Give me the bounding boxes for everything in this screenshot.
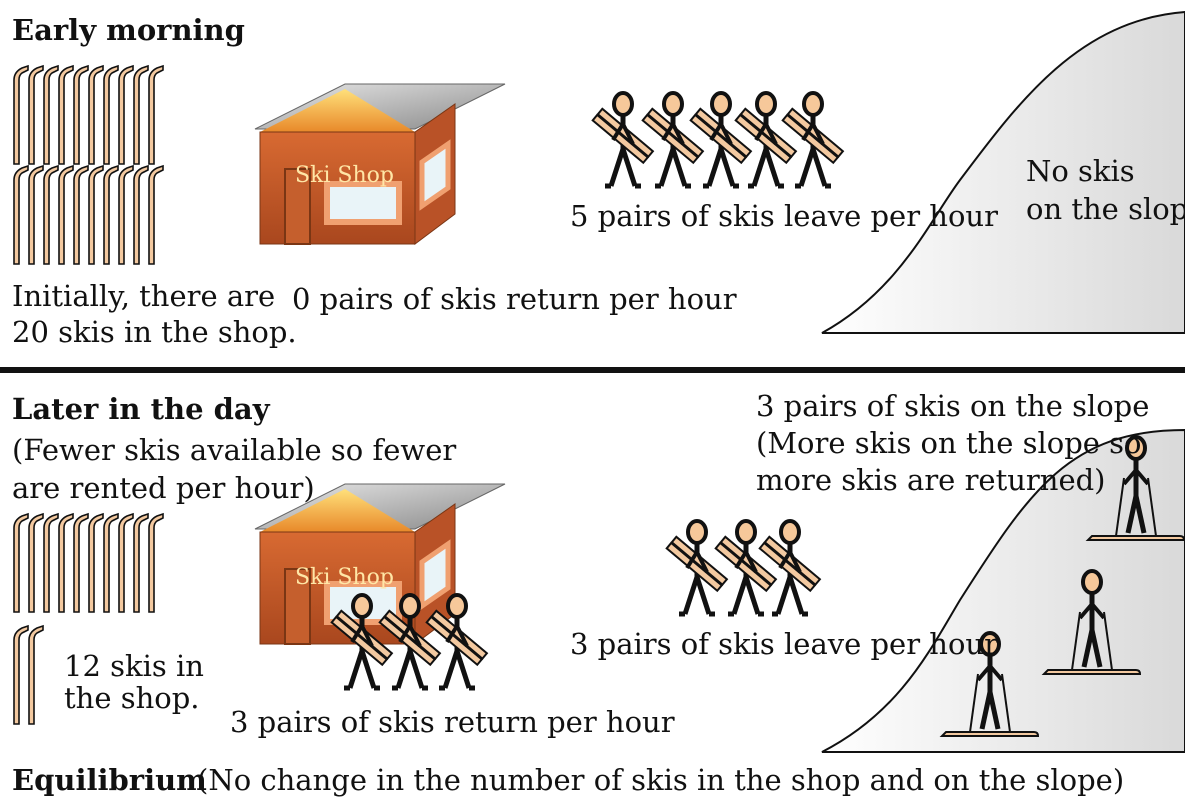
note-bottom-line2: are rented per hour) [12,470,315,506]
equilibrium-note: (No change in the number of skis in the … [197,762,1124,798]
note-bottom-line1: (Fewer skis available so fewer [12,432,456,468]
shop-count-top-line2: 20 skis in the shop. [12,314,297,350]
walkers-top [593,93,843,186]
leave-rate-top: 5 pairs of skis leave per hour [570,198,998,234]
shop-count-top-line1: Initially, there are [12,278,275,314]
shop-count-bottom-line2: the shop. [64,680,200,716]
walkers-leaving [667,521,820,614]
walkers-returning [332,595,487,688]
slope-top-line2: on the slope [1026,191,1185,227]
shop-count-bottom-line1: 12 skis in [64,648,204,684]
slope-top-line1: No skis [1026,153,1135,189]
slope-bottom-line1: 3 pairs of skis on the slope [756,388,1149,424]
slope-bottom-line3: more skis are returned) [756,462,1106,498]
slope-bottom-line2: (More skis on the slope so [756,425,1142,461]
heading-early-morning: Early morning [12,12,245,48]
shop-sign-bottom: Ski Shop [295,560,394,596]
heading-later-in-day: Later in the day [12,391,270,427]
return-rate-bottom: 3 pairs of skis return per hour [230,704,675,740]
return-rate-top: 0 pairs of skis return per hour [292,281,737,317]
equilibrium-label: Equilibrium [12,762,207,798]
ski-rack-top [14,66,163,264]
shop-sign-top: Ski Shop [295,158,394,194]
leave-rate-bottom: 3 pairs of skis leave per hour [570,626,998,662]
section-divider [0,367,1185,373]
